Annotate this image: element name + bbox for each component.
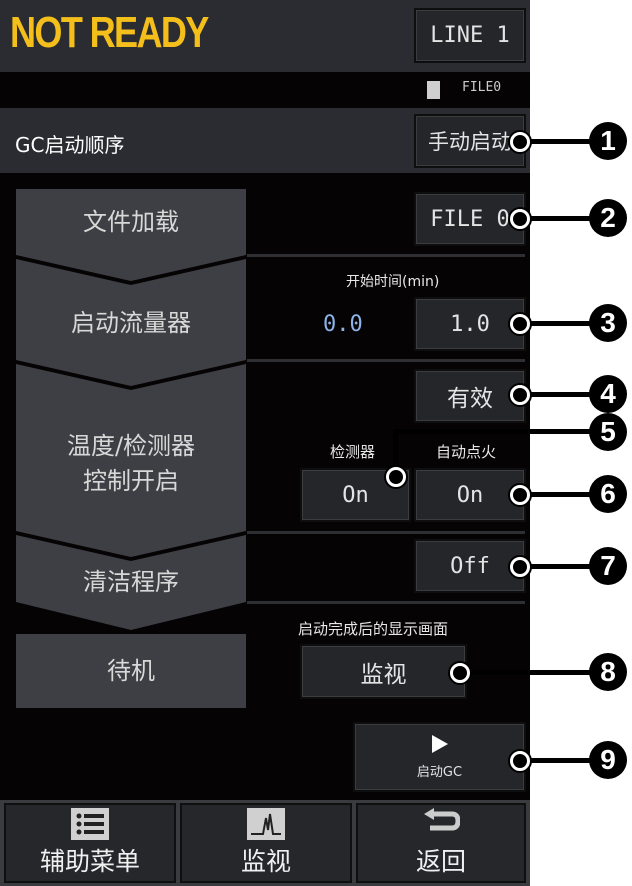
callout-1: 1 bbox=[589, 122, 627, 160]
start-gc-button[interactable]: 启动GC bbox=[353, 722, 526, 792]
callout-7: 7 bbox=[589, 547, 627, 585]
return-button[interactable]: 返回 bbox=[356, 803, 526, 883]
callout-5: 5 bbox=[589, 413, 627, 451]
file-indicator: FILE0 bbox=[462, 80, 502, 95]
divider bbox=[247, 601, 525, 604]
callout-9: 9 bbox=[589, 741, 627, 779]
callout-2: 2 bbox=[589, 199, 627, 237]
instrument-screen: NOT READY LINE 1 FILE0 GC启动顺序 手动启动 文件加载 … bbox=[0, 0, 530, 886]
step-1-shape bbox=[16, 189, 246, 281]
callout-4: 4 bbox=[589, 375, 627, 413]
step-temp-line1: 温度/检测器 bbox=[66, 432, 196, 460]
step-file-load: 文件加载 bbox=[83, 208, 179, 236]
file-icon bbox=[427, 81, 440, 99]
start-gc-label: 启动GC bbox=[416, 764, 463, 780]
divider bbox=[247, 531, 525, 534]
step-chevrons bbox=[16, 189, 246, 708]
play-icon bbox=[431, 734, 448, 753]
step-4-shape bbox=[16, 535, 246, 630]
return-icon bbox=[422, 808, 461, 840]
aux-menu-label: 辅助菜单 bbox=[39, 847, 140, 876]
callout-6: 6 bbox=[589, 475, 627, 513]
aux-menu-button[interactable]: 辅助菜单 bbox=[4, 803, 176, 883]
monitor-button[interactable]: 监视 bbox=[180, 803, 352, 883]
file-button[interactable]: FILE 0 bbox=[414, 192, 526, 246]
step-cleaning: 清洁程序 bbox=[83, 568, 179, 596]
callout-3: 3 bbox=[589, 304, 627, 342]
step-temp-line2: 控制开启 bbox=[83, 467, 179, 495]
divider bbox=[247, 254, 525, 257]
step-5-shape bbox=[16, 634, 246, 708]
step-standby: 待机 bbox=[107, 657, 155, 685]
detector-label: 检测器 bbox=[330, 443, 376, 461]
step-flow-start: 启动流量器 bbox=[71, 309, 191, 337]
chromatogram-icon bbox=[247, 808, 285, 840]
temp-control-button[interactable]: 有效 bbox=[414, 369, 526, 423]
line-button[interactable]: LINE 1 bbox=[414, 8, 526, 63]
cleaning-button[interactable]: Off bbox=[414, 539, 526, 593]
status-text: NOT READY bbox=[10, 8, 209, 57]
screen-after-start-button[interactable]: 监视 bbox=[300, 644, 467, 699]
return-label: 返回 bbox=[415, 847, 466, 876]
sequence-title: GC启动顺序 bbox=[15, 133, 125, 157]
screen-after-start-label: 启动完成后的显示画面 bbox=[298, 620, 449, 638]
start-time-label: 开始时间(min) bbox=[346, 274, 440, 290]
monitor-label: 监视 bbox=[240, 847, 291, 876]
list-icon bbox=[71, 808, 109, 840]
ignition-label: 自动点火 bbox=[436, 443, 497, 461]
callout-8: 8 bbox=[589, 653, 627, 691]
flow-current-value: 0.0 bbox=[323, 312, 363, 337]
divider bbox=[247, 359, 525, 362]
step-3-shape bbox=[16, 364, 246, 557]
step-2-shape bbox=[16, 259, 246, 386]
